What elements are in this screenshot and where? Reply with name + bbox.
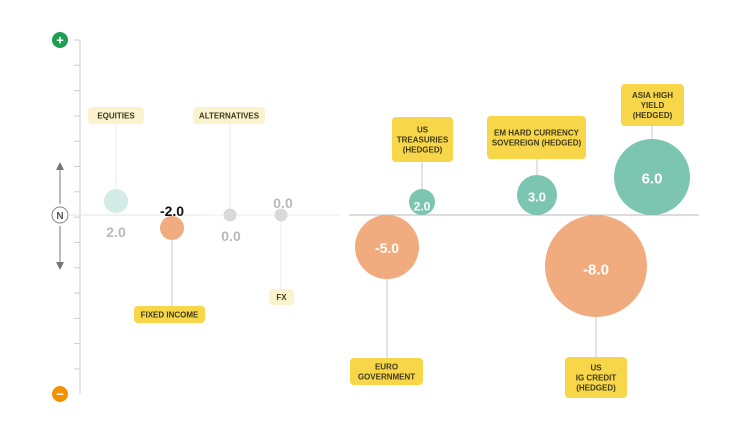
bubble [160,216,184,240]
category-label-box [134,306,205,323]
category-label: EM HARD CURRENCY [494,129,580,138]
category-label: FX [276,293,287,302]
bubble [223,208,237,222]
category-label-box [193,107,265,124]
value-label: -5.0 [375,240,399,256]
bubble [104,189,128,213]
plus-symbol: + [56,33,64,48]
minus-indicator: − [52,386,68,402]
value-label: -2.0 [160,203,184,219]
category-label-box [269,289,294,305]
category-label-box [88,107,144,124]
category-label: GOVERNMENT [358,373,415,382]
category-label: FIXED INCOME [141,311,199,320]
up-arrow-icon [56,162,64,204]
bubble [409,189,435,215]
bubble [274,208,288,222]
scale-ticks [74,39,80,370]
category-label-box [621,84,684,126]
value-label: 3.0 [528,190,546,205]
minus-icon [52,386,68,402]
category-label: US [590,364,602,373]
bubble [517,175,557,215]
category-label: ALTERNATIVES [199,112,260,121]
down-arrow-icon [56,226,64,270]
category-label: ASIA HIGH [632,91,673,100]
neutral-indicator: N [51,206,69,224]
category-label: EQUITIES [97,112,135,121]
category-label: (HEDGED) [633,111,673,120]
category-label: YIELD [641,101,665,110]
value-label: 2.0 [414,199,431,213]
value-label: 0.0 [221,228,241,244]
category-label-box [392,117,453,162]
value-label: 6.0 [642,170,663,187]
bubble [355,215,419,279]
category-label: TREASURIES [397,136,449,145]
plus-icon [52,32,68,48]
category-label: (HEDGED) [576,384,616,393]
category-label: IG CREDIT [576,374,617,383]
category-label-box [350,358,423,385]
data-point: 2.0 EQUITIES [88,107,144,240]
bubble [614,139,690,215]
category-label-box [565,357,627,398]
category-label-box [487,116,586,159]
bubble [545,215,647,317]
category-label: SOVEREIGN (HEDGED) [492,139,582,148]
data-point: 0.0FX [269,195,294,305]
category-label: US [417,126,429,135]
value-label: 0.0 [273,195,293,211]
value-label: -8.0 [583,261,609,278]
category-label: EURO [375,363,398,372]
neutral-symbol: N [56,211,63,222]
minus-symbol: − [56,387,64,402]
category-label: (HEDGED) [403,146,443,155]
data-point: 0.0 ALTERNATIVES [193,107,265,244]
value-label: 2.0 [106,224,126,240]
plus-indicator: + [52,32,68,48]
